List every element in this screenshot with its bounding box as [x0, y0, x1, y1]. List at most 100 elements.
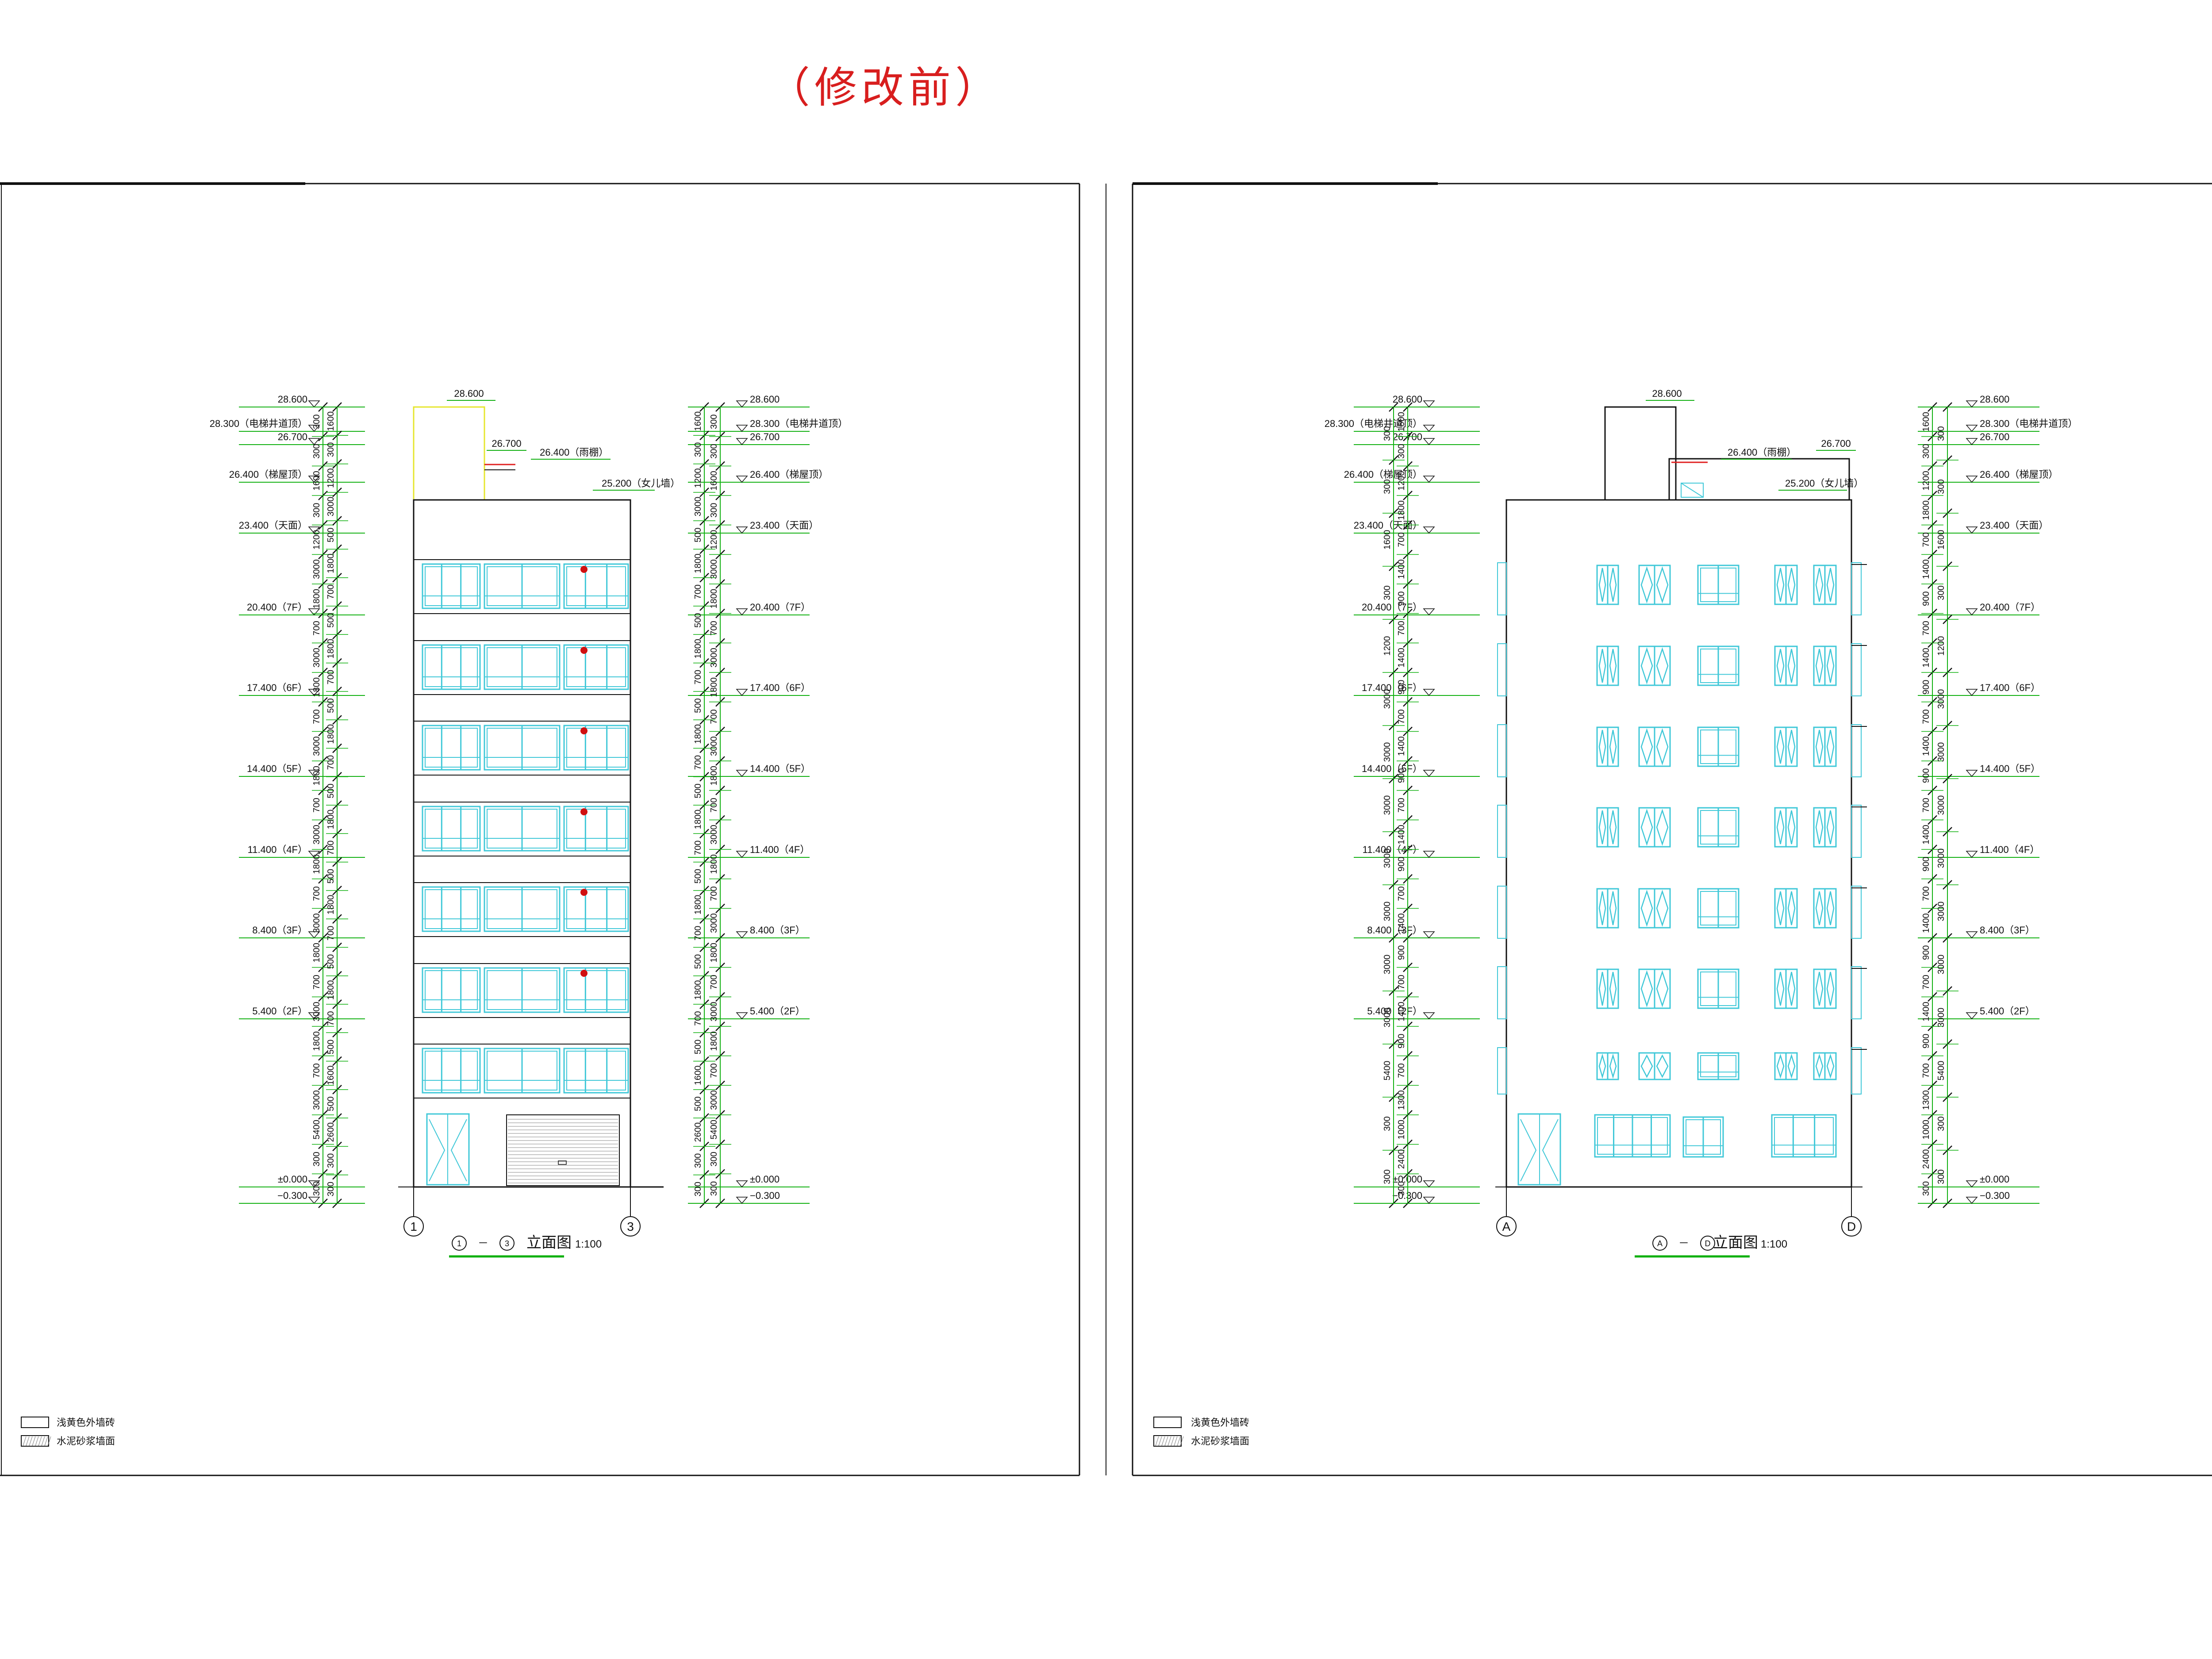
dimension-value: 3000 — [1936, 849, 1946, 868]
window-casement — [1609, 730, 1617, 764]
dimension-value: 500 — [693, 783, 703, 798]
elevation-marker — [308, 438, 320, 445]
dimension-value: 3000 — [312, 1002, 322, 1022]
elevation-marker — [1423, 1012, 1435, 1020]
dimension-value: 300 — [1936, 1116, 1946, 1131]
elevation-marker — [736, 689, 748, 696]
hatch — [26, 1436, 30, 1446]
window-casement — [1640, 1054, 1653, 1078]
dimension-value: 700 — [326, 841, 336, 855]
dimension-value: 5400 — [1936, 1061, 1946, 1081]
window-casement — [1609, 972, 1617, 1006]
dimension-value: 1200 — [312, 530, 322, 550]
dimension-value: 700 — [312, 1063, 322, 1078]
elevation-label: ±0.000 — [750, 1174, 780, 1185]
dimension-value: 300 — [1382, 1169, 1392, 1184]
side-balcony — [1497, 562, 1507, 615]
window-casement — [1598, 1053, 1606, 1079]
balcony-window — [422, 806, 481, 852]
dimension-value: 2600 — [693, 1122, 703, 1142]
dimension-value: 1800 — [709, 589, 719, 609]
elevation-marker — [1423, 1180, 1435, 1188]
dimension-value: 1400 — [1921, 559, 1931, 579]
legend-swatch-plain — [21, 1417, 49, 1428]
dimension-value: 500 — [326, 954, 336, 969]
legend-label: 水泥砂浆墙面 — [57, 1436, 115, 1447]
elevation-marker — [1966, 438, 1978, 445]
elevation-marker — [1423, 400, 1435, 408]
dimension-value: 1400 — [1397, 913, 1406, 933]
window-inner-frame — [1774, 1117, 1834, 1155]
window-casement — [1609, 1053, 1617, 1079]
dimension-value: 700 — [1921, 1063, 1931, 1078]
elevation-marker — [1966, 770, 1978, 777]
dimension-value: 300 — [1397, 1181, 1406, 1196]
red-marker-dot — [580, 970, 588, 977]
elevation-label: 11.400（4F） — [1980, 844, 2039, 855]
dimension-value: 300 — [326, 1182, 336, 1196]
sheet-2-frame — [1132, 182, 2212, 1476]
red-marker-dot — [580, 647, 588, 654]
window-casement — [1815, 972, 1824, 1006]
red-marker-dot — [580, 727, 588, 734]
side-balcony — [1851, 966, 1862, 1019]
elevation-marker — [1423, 851, 1435, 858]
dimension-value: 3000 — [693, 497, 703, 517]
elevation-marker — [1423, 770, 1435, 777]
balcony-window — [563, 806, 629, 852]
window-casement — [1640, 566, 1653, 604]
caption-scale: 1:100 — [1761, 1238, 1787, 1250]
elevation-label: 23.400（天面） — [1354, 520, 1422, 531]
caption-bubble — [1652, 1236, 1667, 1251]
dimension-value: 1400 — [1921, 913, 1931, 933]
dimension-value: 5400 — [1382, 1061, 1392, 1081]
dimension-value: 3000 — [709, 1090, 719, 1110]
window-casement — [1656, 1054, 1669, 1078]
balcony-window — [422, 563, 481, 609]
dimension-value: 1200 — [693, 468, 703, 488]
dimension-value: 900 — [1397, 680, 1406, 695]
dimension-value: 500 — [326, 1096, 336, 1111]
dimension-value: 700 — [709, 709, 719, 724]
dimension-value: 1600 — [709, 471, 719, 491]
dimension-value: 1800 — [326, 810, 336, 830]
elevation-marker — [736, 770, 748, 777]
dimension-value: 3000 — [312, 559, 322, 579]
elevation-marker — [308, 931, 320, 939]
caption-bubble — [499, 1236, 515, 1251]
caption-axis: 3 — [505, 1239, 509, 1248]
dimension-value: 1000 — [1921, 1120, 1931, 1140]
dimension-value: 700 — [709, 886, 719, 901]
elevation-marker — [1423, 1197, 1435, 1204]
dimension-value: 3000 — [709, 559, 719, 579]
stair-tower-outline — [413, 406, 485, 501]
dimension-value: 700 — [312, 709, 322, 724]
dimension-value: 1800 — [709, 1031, 719, 1051]
note-label: 26.400（雨棚） — [1728, 447, 1796, 458]
balcony-window — [563, 967, 629, 1013]
axis-bubble — [620, 1216, 641, 1237]
elevation-marker — [736, 400, 748, 408]
dimension-value: 700 — [1397, 975, 1406, 989]
dimension-value: 700 — [693, 926, 703, 941]
caption-scale: 1:100 — [575, 1238, 602, 1250]
window-inner-frame — [566, 809, 626, 849]
dimension-value: 1400 — [1397, 736, 1406, 756]
note-label: 26.700 — [492, 438, 521, 449]
window-inner-frame — [566, 970, 626, 1010]
dimension-value: 3000 — [709, 913, 719, 933]
red-marker-dot — [580, 889, 588, 896]
dimension-value: 2600 — [326, 1122, 336, 1142]
dimension-value: 700 — [326, 670, 336, 684]
window-casement — [1776, 810, 1785, 845]
elevation-marker — [308, 1197, 320, 1204]
dimension-value: 700 — [1397, 886, 1406, 901]
dimension-value: 300 — [709, 415, 719, 429]
window-casement — [1815, 649, 1824, 683]
window-casement — [1776, 972, 1785, 1006]
side-balcony — [1851, 886, 1862, 939]
dimension-value: 1400 — [1397, 648, 1406, 668]
dimension-value: 700 — [709, 975, 719, 989]
caption-axis: 1 — [457, 1239, 461, 1248]
window-casement — [1787, 649, 1796, 683]
